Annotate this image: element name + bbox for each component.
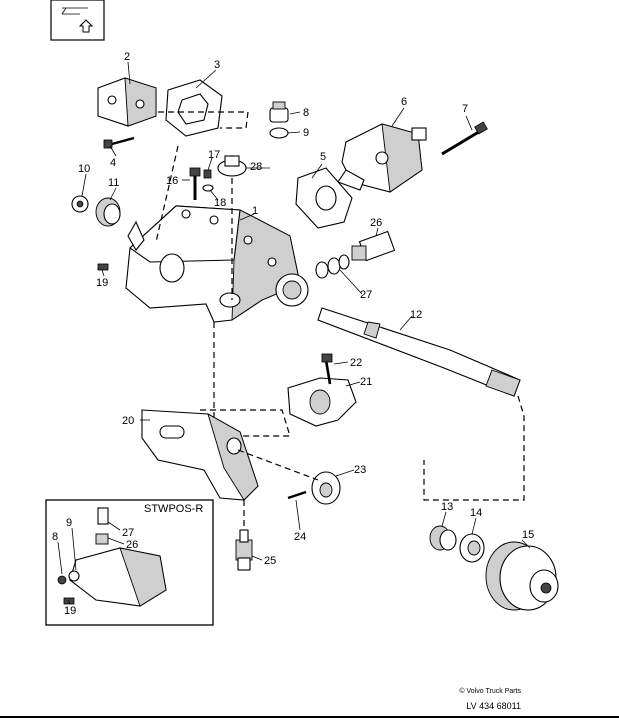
callout-25: 25	[264, 555, 276, 567]
callout-23: 23	[354, 464, 366, 476]
part-20-bracket	[141, 409, 259, 501]
part-14-ring	[459, 533, 485, 563]
callout-26: 26	[370, 217, 382, 229]
callout-2: 2	[124, 51, 130, 63]
callout-10: 10	[78, 163, 90, 175]
part-7-bolt	[441, 121, 488, 156]
callout-17: 17	[208, 149, 220, 161]
callout-20: 20	[122, 415, 134, 427]
callout-22: 22	[350, 357, 362, 369]
callout-5: 5	[320, 151, 326, 163]
inset-callout-19: 19	[64, 605, 76, 617]
leader-lines	[57, 61, 531, 605]
part-8-screw	[269, 101, 289, 123]
callout-16: 16	[166, 175, 178, 187]
part-6-pump	[337, 123, 427, 193]
part-19-screw	[97, 263, 109, 271]
callout-14: 14	[470, 507, 482, 519]
callout-27: 27	[360, 289, 372, 301]
part-5-gasket	[295, 167, 353, 229]
part-17-nut	[203, 169, 212, 179]
part-12-shaft	[317, 307, 521, 397]
part-9-washer	[269, 127, 289, 139]
part-13-bearing	[429, 525, 457, 551]
callout-1: 1	[252, 205, 258, 217]
part-24-pin	[287, 490, 307, 500]
inset-panel	[45, 499, 214, 626]
callout-3: 3	[214, 59, 220, 71]
callout-7: 7	[462, 103, 468, 115]
callout-15: 15	[522, 529, 534, 541]
navigation-arrow-icon[interactable]	[50, 0, 105, 41]
part-26-valve	[351, 230, 396, 262]
callout-11: 11	[108, 177, 119, 189]
callout-21: 21	[360, 376, 372, 388]
callout-19: 19	[96, 277, 108, 289]
reference-code: LV 434 68011	[466, 701, 521, 711]
part-23-collar	[311, 471, 341, 505]
inset-title: STWPOS-R	[144, 503, 203, 515]
callout-6: 6	[401, 96, 407, 108]
part-10-plug	[71, 195, 89, 213]
callout-12: 12	[410, 309, 422, 321]
part-25-fitting	[235, 529, 253, 571]
callout-4: 4	[110, 157, 116, 169]
part-2-cover	[97, 77, 157, 127]
callout-24: 24	[294, 531, 306, 543]
part-4-bolt	[103, 136, 135, 149]
part-28-cap	[217, 155, 247, 177]
part-16-screw	[189, 167, 201, 200]
bottom-divider	[0, 716, 619, 718]
inset-callout-27: 27	[122, 527, 134, 539]
callout-28: 28	[250, 161, 262, 173]
inset-callout-9: 9	[66, 517, 72, 529]
callout-18: 18	[214, 197, 226, 209]
part-22-screw	[321, 353, 333, 385]
part-3-gasket	[165, 79, 223, 137]
part-18-washer	[202, 184, 214, 192]
callout-8: 8	[303, 107, 309, 119]
part-27-seals	[315, 254, 350, 279]
part-1-housing	[125, 205, 309, 323]
part-21-bracket	[287, 377, 357, 427]
copyright-credit: © Volvo Truck Parts	[459, 688, 521, 695]
inset-callout-8: 8	[52, 531, 58, 543]
callout-9: 9	[303, 127, 309, 139]
part-15-pulley	[485, 541, 559, 611]
inset-callout-26: 26	[126, 539, 138, 551]
callout-13: 13	[441, 501, 453, 513]
part-11-bearing	[95, 197, 121, 227]
